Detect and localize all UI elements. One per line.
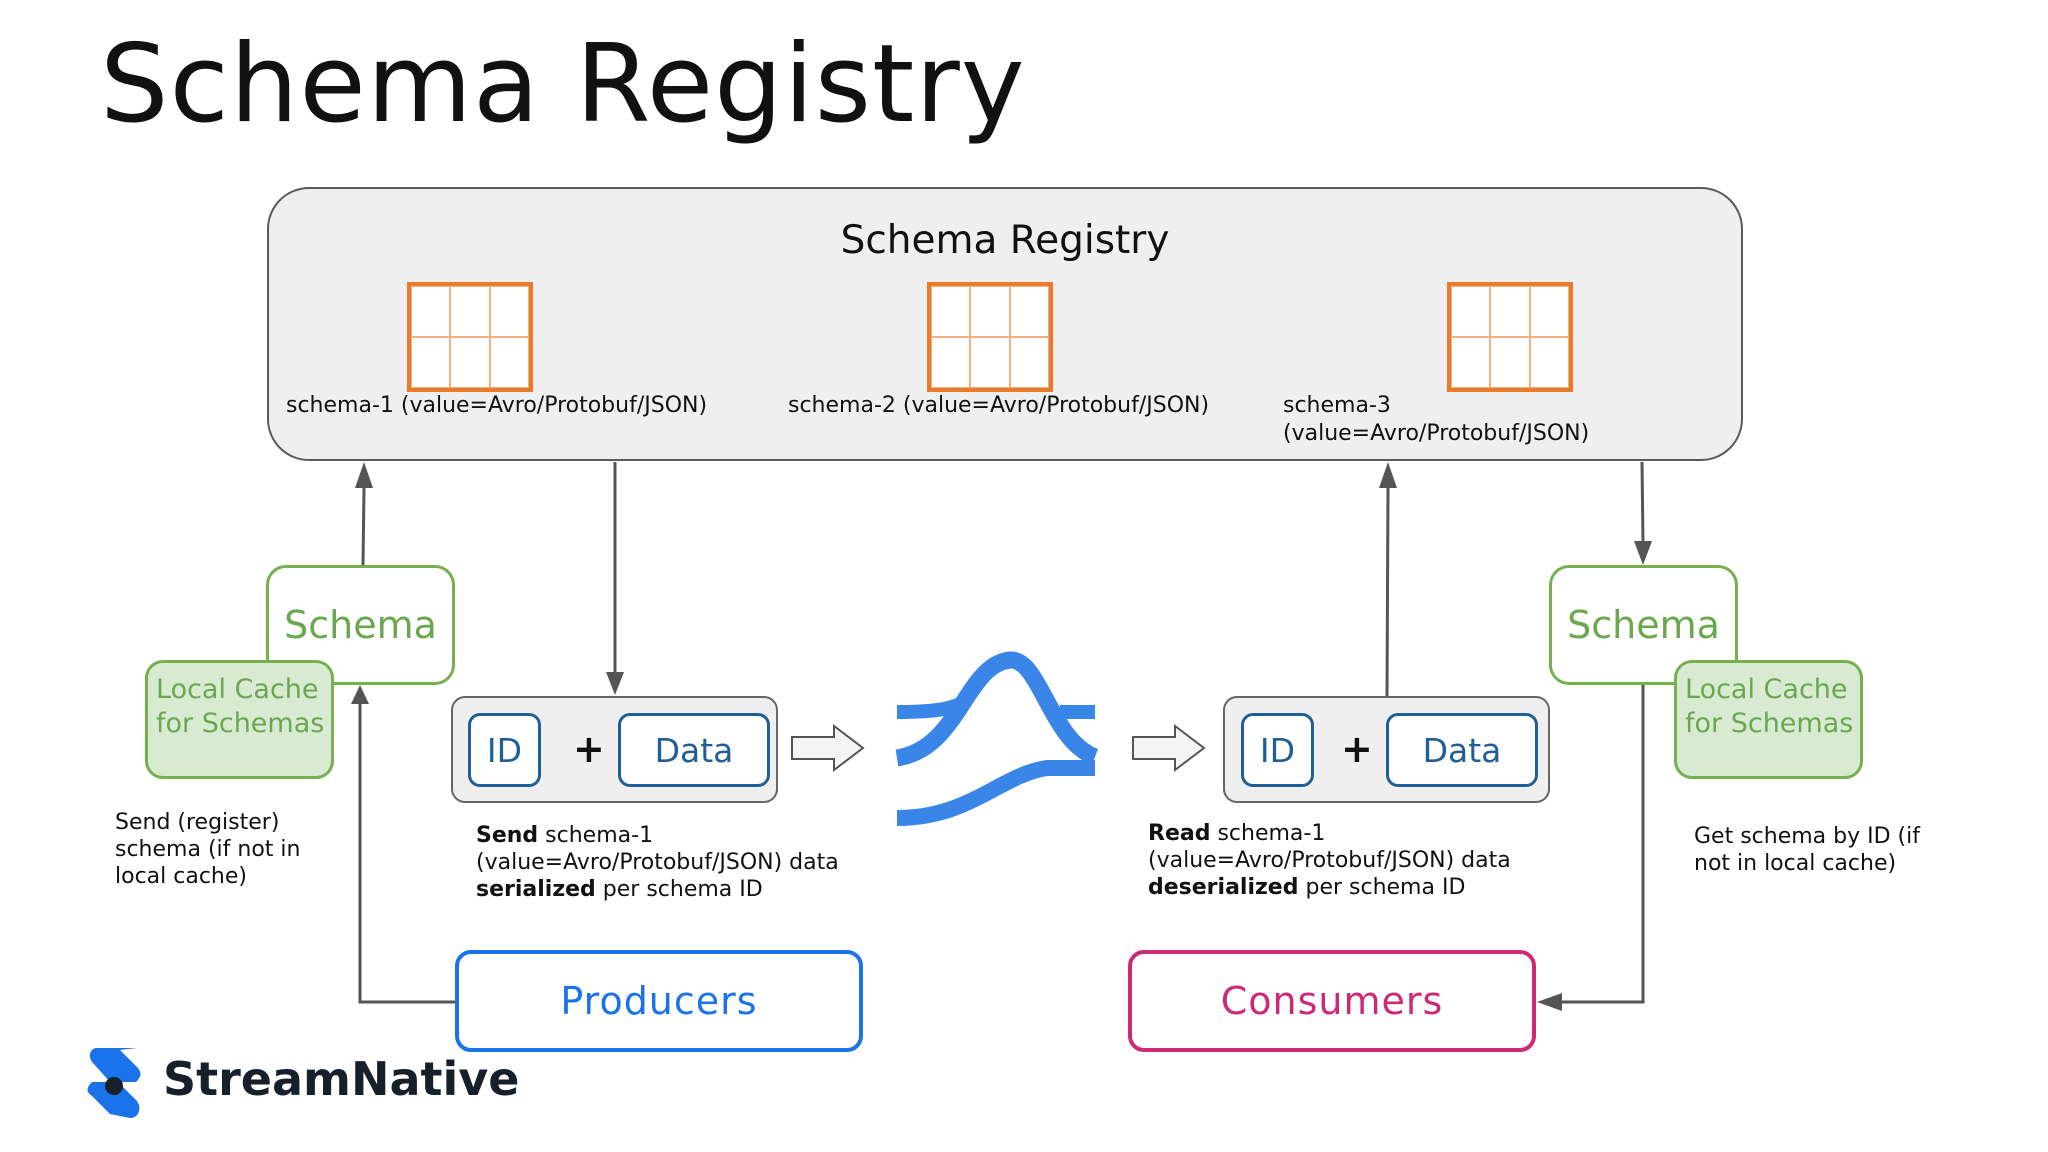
producer-schema-to-registry-line <box>361 487 366 566</box>
consumer-message-to-registry-line <box>1385 487 1390 697</box>
producer-local-cache-box: Local Cache for Schemas <box>145 660 334 779</box>
arrowhead-icon <box>1634 541 1652 565</box>
slide-title: Schema Registry <box>100 22 1026 147</box>
arrowhead-icon <box>355 462 373 488</box>
consumer-id-box: ID <box>1241 713 1314 787</box>
hollow-arrow-icon <box>791 723 865 773</box>
consumer-get-schema-note: Get schema by ID (if not in local cache) <box>1694 824 1920 876</box>
schema-2-label: schema-2 (value=Avro/Protobuf/JSON) <box>788 393 1210 418</box>
pulsar-logo-icon <box>895 651 1099 826</box>
producer-data-box: Data <box>618 713 770 787</box>
consumer-data-box: Data <box>1386 713 1538 787</box>
producer-plus-sign: + <box>573 727 605 771</box>
consumer-caption: Read schema-1 (value=Avro/Protobuf/JSON)… <box>1148 821 1511 900</box>
arrowhead-icon <box>1379 462 1397 488</box>
consumers-box: Consumers <box>1128 950 1536 1052</box>
consumer-local-cache-box: Local Cache for Schemas <box>1674 660 1863 779</box>
streamnative-logo-icon <box>87 1048 141 1118</box>
producer-id-box: ID <box>468 713 541 787</box>
arrowhead-icon <box>351 685 369 704</box>
schema-table-icon <box>1447 282 1573 392</box>
schema-table-icon <box>927 282 1053 392</box>
consumer-plus-sign: + <box>1341 727 1373 771</box>
producers-box: Producers <box>455 950 863 1052</box>
producer-register-note: Send (register) schema (if not in local … <box>115 810 301 889</box>
arrowhead-icon <box>1537 993 1562 1011</box>
producer-caption: Send schema-1 (value=Avro/Protobuf/JSON)… <box>476 823 839 902</box>
brand-name: StreamNative <box>163 1052 520 1106</box>
registry-to-consumer-schema-line <box>1640 461 1645 544</box>
arrowhead-icon <box>606 672 624 695</box>
schema-table-icon <box>407 282 533 392</box>
registry-title: Schema Registry <box>840 218 1170 263</box>
producer-to-schema-line <box>358 700 455 1004</box>
schema-3-label: schema-3 (value=Avro/Protobuf/JSON) <box>1283 393 1590 446</box>
schema-1-label: schema-1 (value=Avro/Protobuf/JSON) <box>286 393 708 418</box>
hollow-arrow-icon <box>1132 723 1206 773</box>
consumer-schema-to-consumers-line <box>1560 685 1645 1004</box>
